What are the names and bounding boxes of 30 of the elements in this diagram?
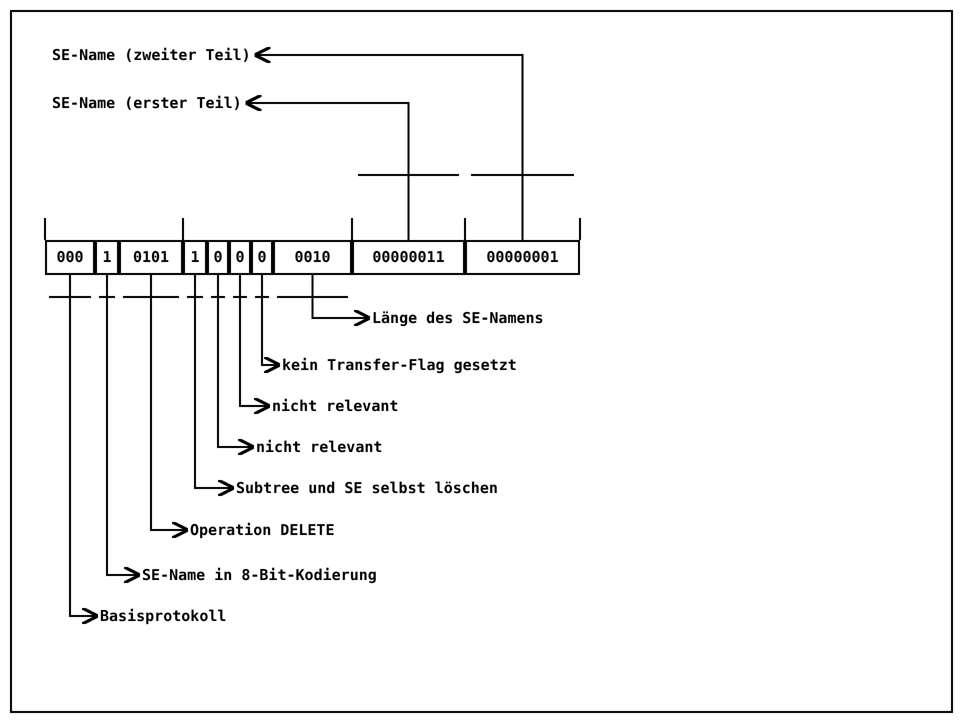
field-description: Operation DELETE [190, 520, 334, 540]
field-description: SE-Name (erster Teil) [52, 93, 242, 113]
bit-field: 1 [183, 240, 207, 275]
leader-line [106, 275, 142, 585]
leader-line [217, 275, 256, 457]
field-description: Basisprotokoll [100, 606, 226, 626]
bit-field: 0 [229, 240, 251, 275]
field-description: SE-Name in 8-Bit-Kodierung [142, 565, 377, 585]
field-description: SE-Name (zweiter Teil) [52, 45, 251, 65]
field-description: Länge des SE-Namens [372, 308, 544, 328]
leader-line [239, 275, 272, 416]
leader-line [261, 275, 282, 375]
field-description: nicht relevant [256, 437, 382, 457]
bit-field: 0 [251, 240, 273, 275]
bit-field: 000 [45, 240, 95, 275]
bit-field: 0101 [119, 240, 183, 275]
field-description: kein Transfer-Flag gesetzt [282, 355, 517, 375]
field-description: nicht relevant [272, 396, 398, 416]
leader-line [244, 93, 410, 240]
leader-line [253, 45, 524, 240]
bit-field: 0010 [273, 240, 352, 275]
bit-field: 1 [95, 240, 119, 275]
leader-line [312, 275, 372, 328]
field-description: Subtree und SE selbst löschen [236, 478, 498, 498]
bit-field: 00000001 [465, 240, 580, 275]
leader-line [150, 275, 190, 540]
bit-field: 0 [207, 240, 229, 275]
bit-field: 00000011 [352, 240, 465, 275]
leader-line [194, 275, 236, 498]
leader-line [69, 275, 100, 626]
